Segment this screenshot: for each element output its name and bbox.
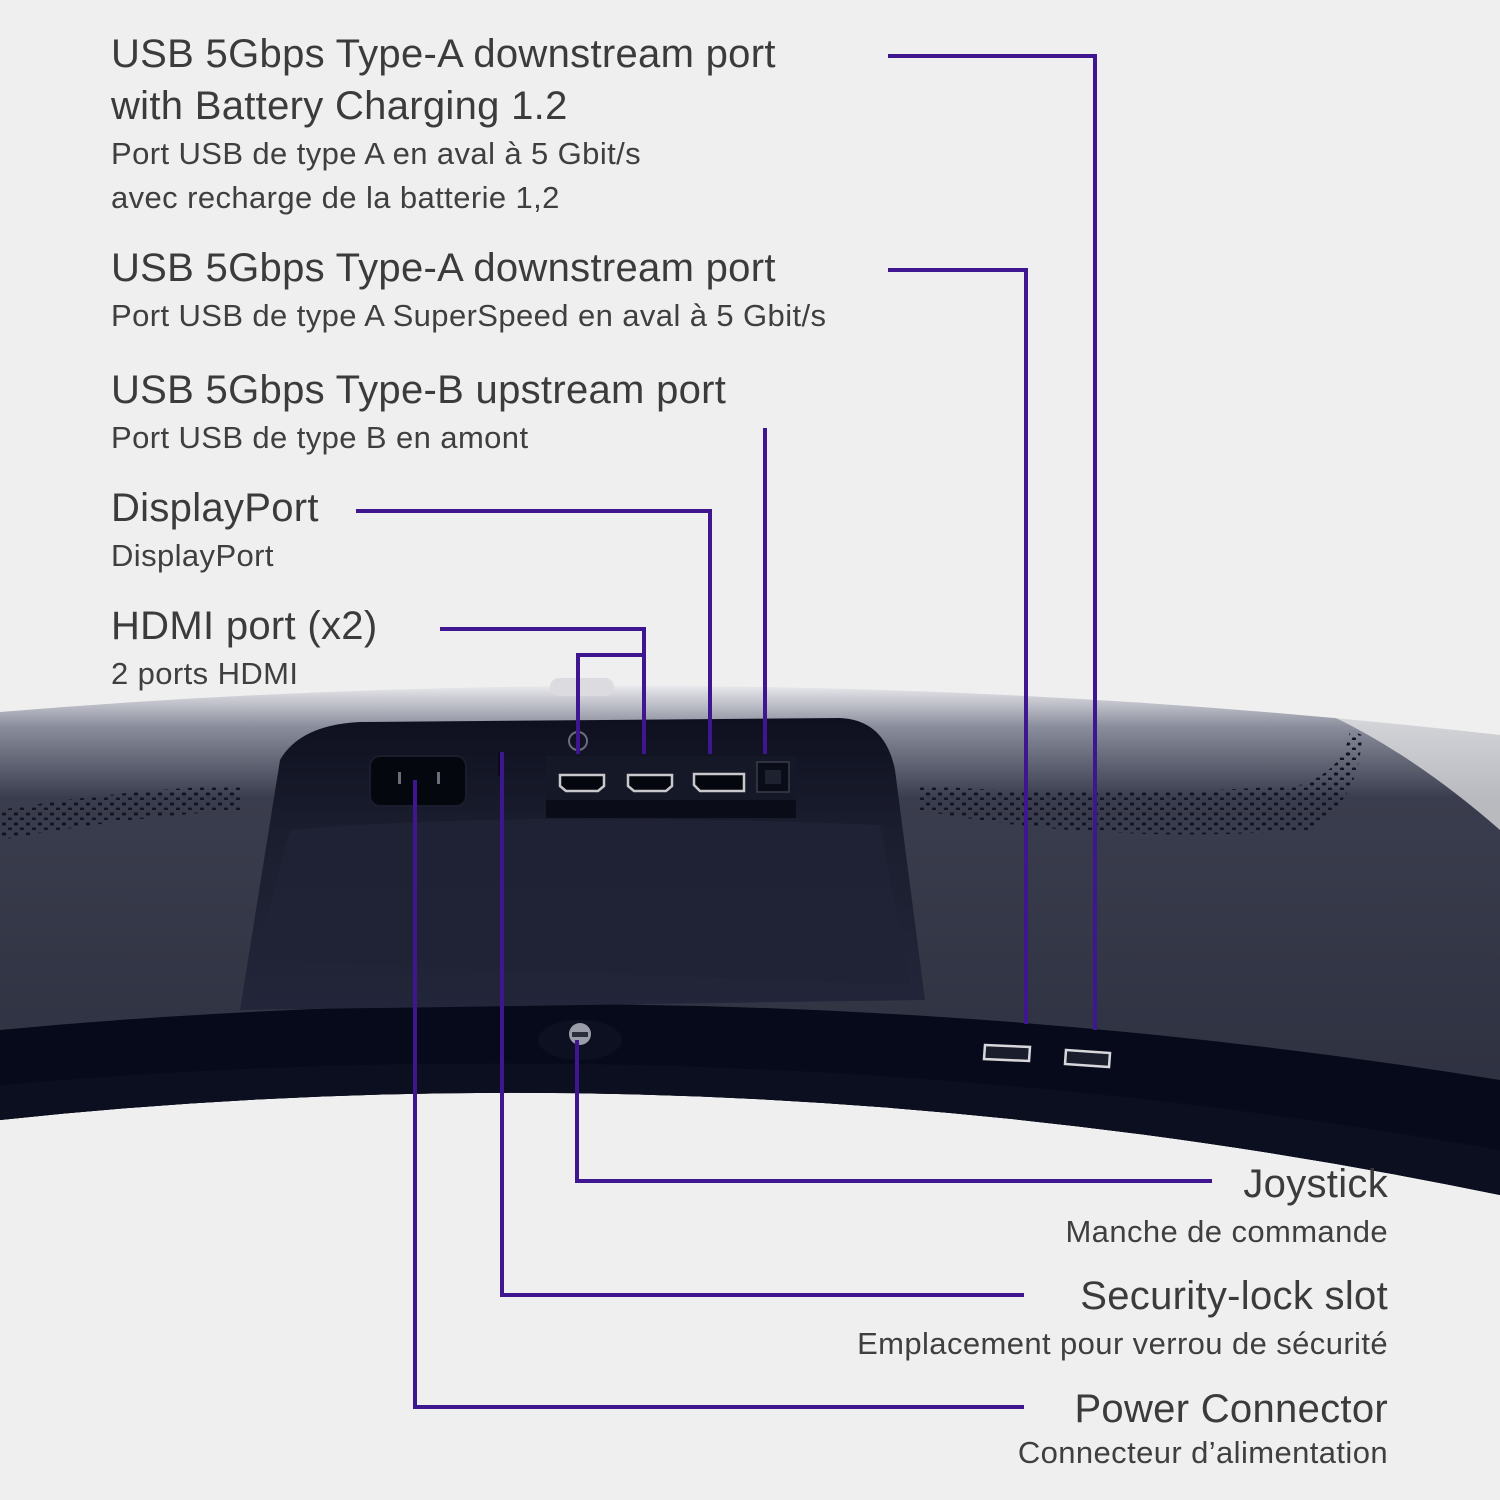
port-panel [546,731,796,818]
leader-power [413,780,1024,1409]
callout-title: USB 5Gbps Type-A downstream port [111,246,776,290]
callout-security-lock: Security-lock slot Emplacement pour verr… [857,1270,1388,1366]
callout-displayport: DisplayPort DisplayPort [111,482,319,578]
callout-subtitle: avec recharge de la batterie 1,2 [111,180,560,215]
leader-displayport [356,509,712,754]
callout-title: Joystick [1243,1162,1388,1206]
leader-usb-a-bc [888,54,1097,1030]
callout-subtitle: DisplayPort [111,538,274,573]
stand-mount [550,678,614,696]
speaker-grille-left [0,785,240,840]
callout-title: HDMI port (x2) [111,604,378,648]
callout-subtitle: Port USB de type A SuperSpeed en aval à … [111,298,827,333]
hdmi-port-2 [626,773,674,793]
joystick-control [538,1020,622,1060]
callout-subtitle: Port USB de type B en amont [111,420,529,455]
callout-lines [356,54,1212,1409]
callout-usb-a: USB 5Gbps Type-A downstream port Port US… [111,242,826,338]
callout-title: with Battery Charging 1.2 [111,84,568,128]
usb-a-ports [982,1043,1112,1069]
leader-hdmi-branch [576,653,644,754]
callout-joystick: Joystick Manche de commande [1065,1158,1388,1254]
callout-title: Power Connector [1074,1387,1388,1431]
usb-a-port-2 [1063,1048,1112,1069]
callout-subtitle: 2 ports HDMI [111,656,299,691]
callout-title: USB 5Gbps Type-A downstream port [111,32,776,76]
callout-power: Power Connector Connecteur d’alimentatio… [1018,1383,1388,1471]
displayport-port [692,772,746,793]
usb-a-port-1 [982,1043,1032,1063]
power-connector-port [369,755,467,807]
callout-subtitle: Port USB de type A en aval à 5 Gbit/s [111,136,642,171]
hdmi-port-1 [558,773,606,793]
callout-title: USB 5Gbps Type-B upstream port [111,368,727,412]
callout-subtitle: Connecteur d’alimentation [1017,1435,1388,1470]
callout-usb-a-bc: USB 5Gbps Type-A downstream port with Ba… [111,28,776,220]
leader-joystick [575,1040,1212,1183]
leader-usb-a [888,268,1028,1024]
callout-subtitle: Emplacement pour verrou de sécurité [857,1326,1388,1361]
leader-security-lock [500,752,1024,1297]
leader-hdmi [440,627,646,754]
callout-usb-b: USB 5Gbps Type-B upstream port Port USB … [111,364,726,460]
speaker-grille-right [920,730,1362,835]
callout-title: DisplayPort [111,486,319,530]
callout-subtitle: Manche de commande [1065,1214,1388,1249]
callout-title: Security-lock slot [1080,1274,1388,1318]
callout-hdmi: HDMI port (x2) 2 ports HDMI [111,600,377,696]
